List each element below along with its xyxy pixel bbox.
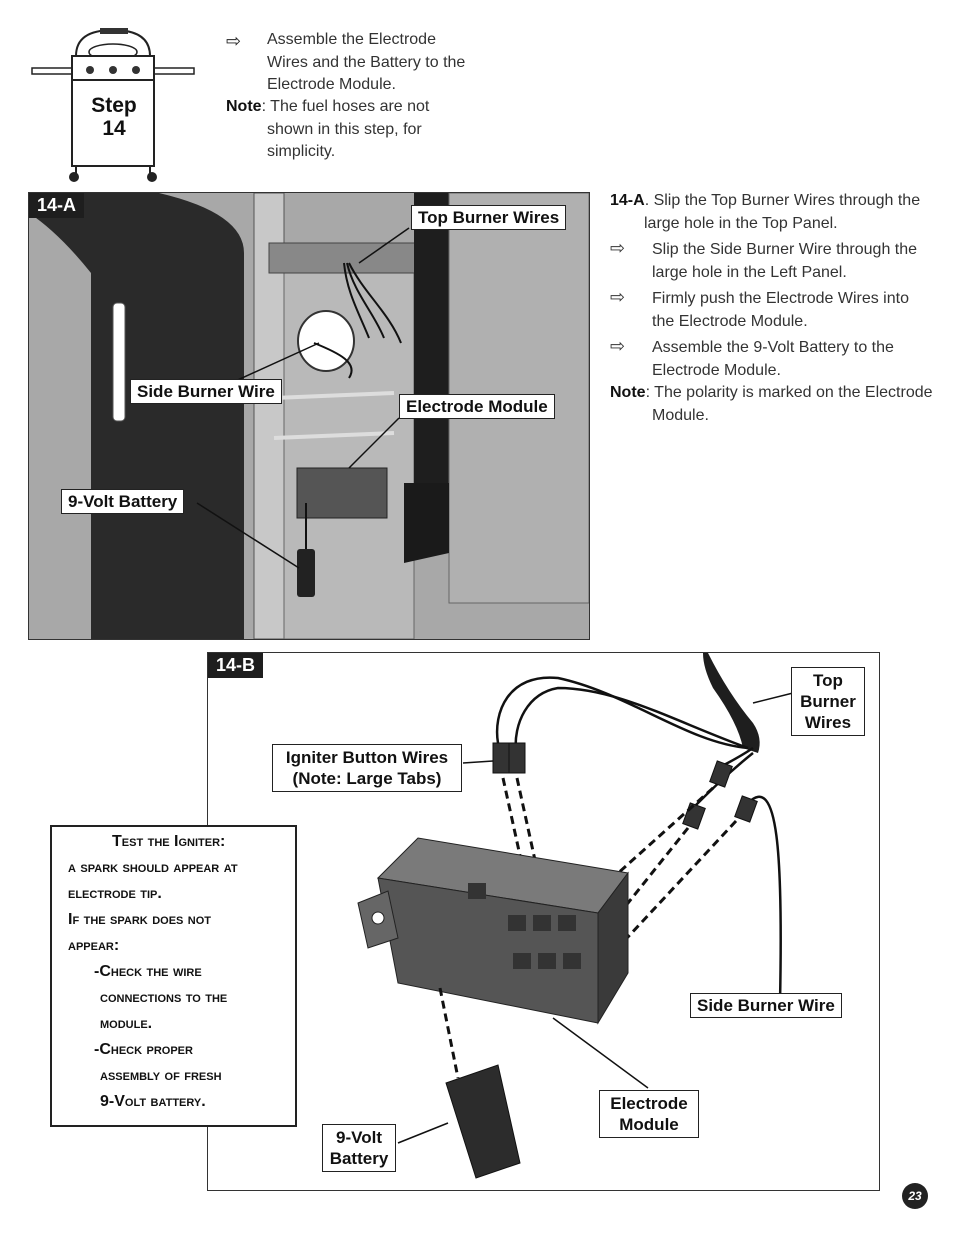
intro-note: Note: The fuel hoses are not shown in th…: [226, 98, 430, 160]
callout-electrode-module: Electrode Module: [399, 394, 555, 419]
figure-14a: 14-A Top Burner Wires Side Burner Wire E…: [28, 192, 590, 640]
callout-side-burner-wire: Side Burner Wire: [130, 379, 282, 404]
callout-top-burner-wires: Top Burner Wires: [791, 667, 865, 736]
page-number: 23: [902, 1183, 928, 1209]
arrow-right-icon: ⇨: [610, 336, 626, 356]
figure-14b: 14-B Top Burner Wires Igniter Button Wir…: [207, 652, 880, 1191]
test-igniter-box: Test the Igniter: a spark should appear …: [50, 825, 297, 1127]
step-number: 14: [102, 117, 126, 140]
callout-top-burner-wires: Top Burner Wires: [411, 205, 567, 230]
arrow-right-icon: ⇨: [610, 287, 626, 307]
arrow-right-icon: ⇨: [610, 238, 626, 258]
callout-electrode-module: Electrode Module: [599, 1090, 699, 1138]
callout-igniter-button-wires: Igniter Button Wires (Note: Large Tabs): [272, 744, 462, 792]
figure-tag: 14-B: [208, 653, 264, 678]
arrow-right-icon: ⇨: [226, 31, 242, 51]
step-label: Step 14: [82, 94, 146, 140]
step-word: Step: [91, 94, 137, 117]
grill-icon: [31, 28, 195, 182]
intro-bullet: Assemble the Electrode Wires and the Bat…: [267, 31, 466, 93]
callout-side-burner-wire: Side Burner Wire: [690, 993, 842, 1018]
callout-battery: 9-Volt Battery: [322, 1124, 396, 1172]
callout-battery: 9-Volt Battery: [61, 489, 185, 514]
instructions-14a: 14-A. Slip the Top Burner Wires through …: [610, 192, 933, 424]
figure-tag: 14-A: [29, 193, 85, 218]
electrode-module-illustration: [357, 653, 794, 1179]
